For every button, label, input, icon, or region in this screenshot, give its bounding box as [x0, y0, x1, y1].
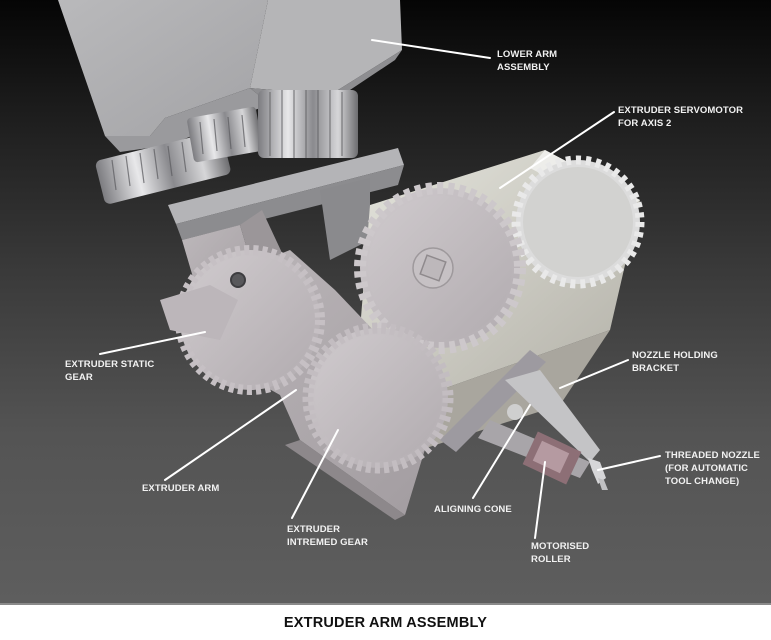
label-extruder-servomotor: EXTRUDER SERVOMOTOR FOR AXIS 2	[618, 104, 743, 130]
servo-drive-gear	[511, 155, 645, 289]
label-lower-arm-assembly: LOWER ARM ASSEMBLY	[497, 48, 557, 74]
label-line: EXTRUDER ARM	[142, 483, 220, 494]
label-line: FOR AXIS 2	[618, 118, 672, 129]
extruder-arm-render	[58, 0, 661, 539]
caption-text: EXTRUDER ARM ASSEMBLY	[283, 615, 488, 631]
label-line: EXTRUDER SERVOMOTOR	[618, 105, 744, 116]
label-line: INTREMED GEAR	[287, 537, 368, 548]
leader-lines	[99, 39, 661, 539]
label-extruder-static-gear: EXTRUDER STATIC GEAR	[65, 358, 154, 384]
label-line: EXTRUDER STATIC	[65, 359, 155, 370]
label-extruder-arm: EXTRUDER ARM	[142, 482, 219, 495]
caption-divider	[0, 603, 771, 605]
label-line: BRACKET	[632, 363, 680, 374]
label-line: ROLLER	[531, 554, 571, 565]
label-line: EXTRUDER	[287, 524, 341, 535]
extruder-static-gear	[160, 245, 325, 395]
figure-caption: EXTRUDER ARM ASSEMBLY	[0, 606, 771, 640]
label-line: LOWER ARM	[497, 49, 558, 60]
label-aligning-cone: ALIGNING CONE	[434, 503, 512, 516]
render-canvas: LOWER ARM ASSEMBLY EXTRUDER SERVOMOTOR F…	[0, 0, 771, 605]
extruder-intermediate-gear	[302, 322, 454, 474]
label-motorised-roller: MOTORISED ROLLER	[531, 540, 589, 566]
servo-output-gear	[354, 182, 526, 354]
nozzle-assembly	[440, 350, 608, 490]
label-line: TOOL CHANGE)	[665, 476, 740, 487]
label-extruder-intermediate-gear: EXTRUDER INTREMED GEAR	[287, 523, 368, 549]
label-line: ASSEMBLY	[497, 62, 550, 73]
label-line: (FOR AUTOMATIC	[665, 463, 749, 474]
label-line: ALIGNING CONE	[434, 504, 512, 515]
label-line: MOTORISED	[531, 541, 590, 552]
label-line: GEAR	[65, 372, 93, 383]
label-nozzle-holding-bracket: NOZZLE HOLDING BRACKET	[632, 349, 718, 375]
label-threaded-nozzle: THREADED NOZZLE (FOR AUTOMATIC TOOL CHAN…	[665, 449, 760, 488]
upper-gear-train	[95, 90, 358, 204]
label-line: NOZZLE HOLDING	[632, 350, 718, 361]
label-line: THREADED NOZZLE	[665, 450, 760, 461]
